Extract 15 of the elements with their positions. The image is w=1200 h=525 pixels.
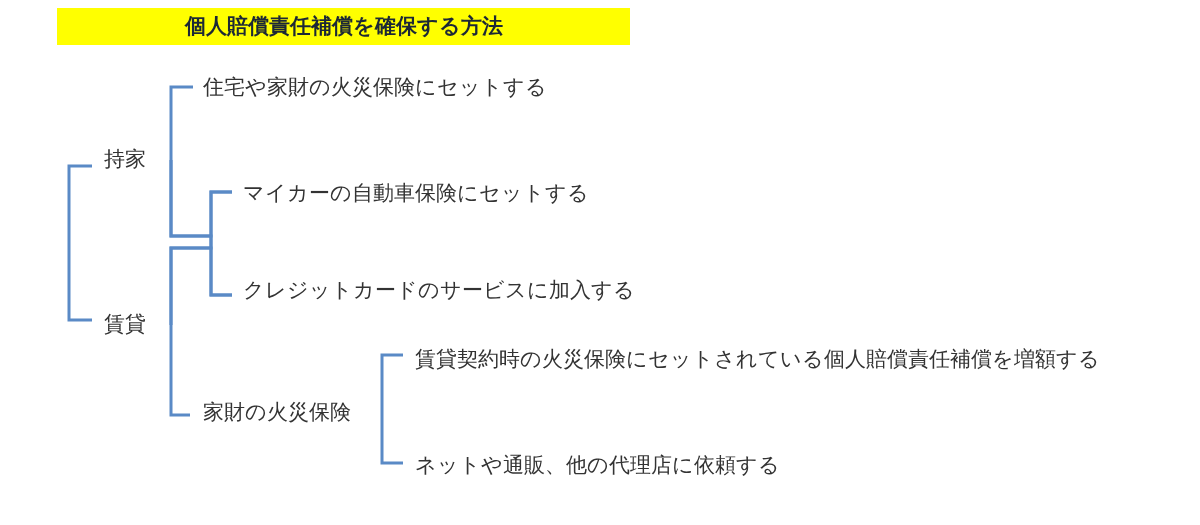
title-banner: 個人賠償責任補償を確保する方法 — [57, 8, 630, 45]
tree-label: 賃貸契約時の火災保険にセットされている個人賠償責任補償を増額する — [403, 345, 1100, 375]
bracket-connector — [169, 325, 190, 417]
bracket-connector — [169, 246, 232, 325]
bracket-connector — [380, 413, 403, 465]
bracket-connector — [67, 164, 92, 322]
tree-label: 家財の火災保険 — [190, 398, 382, 428]
tree-label: 賃貸 — [92, 310, 171, 340]
bracket-connector — [380, 353, 403, 413]
tree-label: ネットや通販、他の代理店に依頼する — [403, 451, 780, 481]
tree-label: クレジットカードのサービスに加入する — [232, 276, 635, 306]
tree-label: 持家 — [92, 145, 171, 175]
tree-label: 住宅や家財の火災保険にセットする — [193, 73, 547, 103]
tree-label: マイカーの自動車保険にセットする — [232, 179, 589, 209]
bracket-connector — [169, 85, 193, 160]
